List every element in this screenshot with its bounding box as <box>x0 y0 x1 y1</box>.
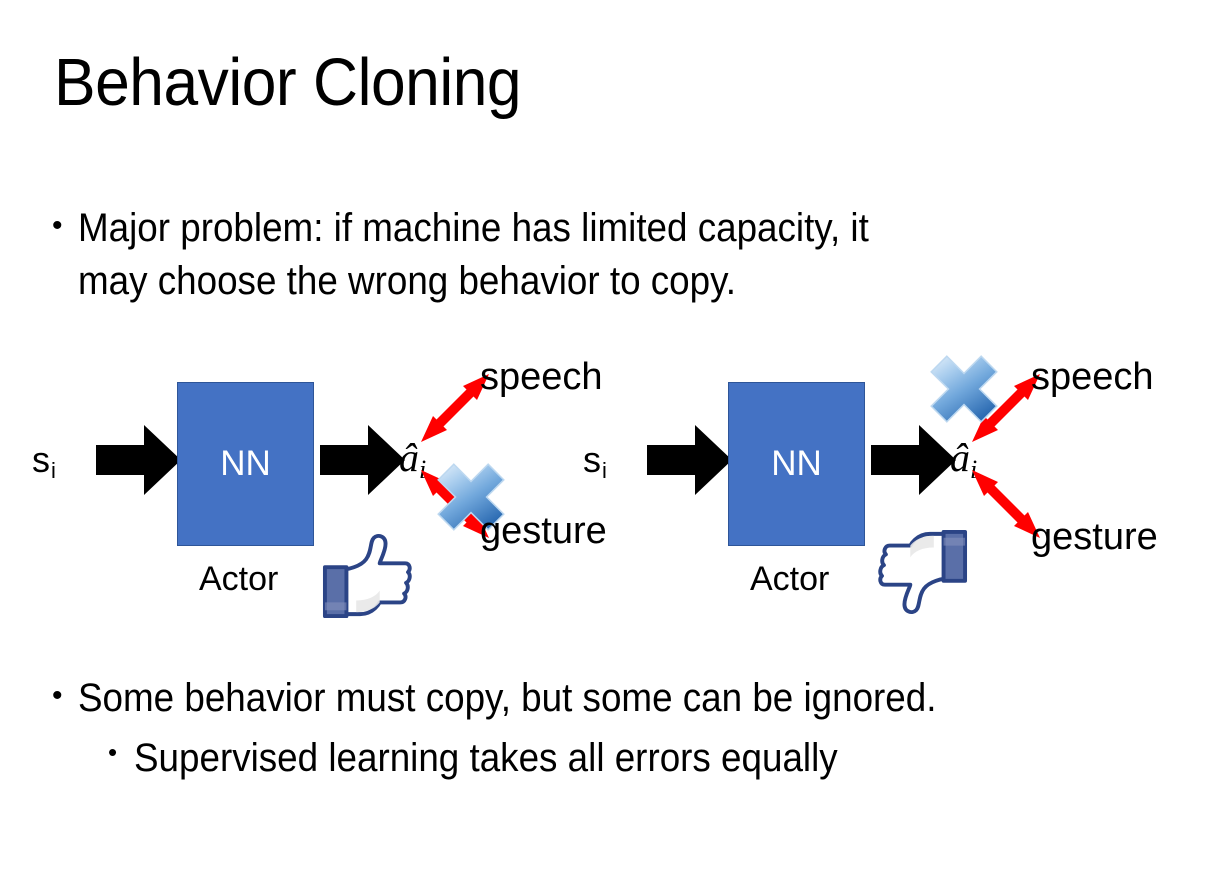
branch-label-speech-right: speech <box>1031 356 1154 398</box>
input-state-label-left: si <box>32 439 56 484</box>
input-arrow-left <box>96 425 181 500</box>
bullet-marker-icon: • <box>52 679 63 712</box>
list-item: • Supervised learning takes all errors e… <box>108 732 1168 785</box>
a-hat-symbol: â <box>950 435 970 480</box>
diagram-good-case: si NN Actor âi speech <box>14 340 614 640</box>
list-item: • Major problem: if machine has limited … <box>52 202 1112 308</box>
thumbs-down-icon <box>875 528 973 621</box>
cross-out-icon-speech-right <box>925 350 1003 433</box>
bullet-marker-icon: • <box>108 737 118 767</box>
input-state-label-right: si <box>583 439 607 484</box>
actor-caption-left: Actor <box>199 560 279 598</box>
output-arrow-right <box>871 425 956 500</box>
branch-arrow-speech-left <box>409 362 501 459</box>
bullet-bottom-2-text: Supervised learning takes all errors equ… <box>134 736 838 780</box>
bullet-marker-icon: • <box>52 209 63 242</box>
list-item: • Some behavior must copy, but some can … <box>52 672 1172 725</box>
diagram-bad-case: si NN Actor âi <box>565 340 1165 640</box>
branch-label-speech-left: speech <box>480 356 603 398</box>
branch-arrow-speech-right <box>960 362 1052 459</box>
a-hat-symbol: â <box>399 435 419 480</box>
branch-label-gesture-left: gesture <box>480 510 607 552</box>
bullet-top: • Major problem: if machine has limited … <box>52 202 1112 308</box>
page-title: Behavior Cloning <box>54 45 522 120</box>
bullet-bottom-1-text: Some behavior must copy, but some can be… <box>78 676 937 720</box>
nn-box-label: NN <box>220 444 271 483</box>
output-arrow-left <box>320 425 405 500</box>
bullet-bottom-level1: • Some behavior must copy, but some can … <box>52 672 1172 725</box>
branch-label-gesture-right: gesture <box>1031 516 1158 558</box>
nn-box-left: NN <box>177 382 314 546</box>
nn-box-right: NN <box>728 382 865 546</box>
bullet-top-text: Major problem: if machine has limited ca… <box>78 206 869 303</box>
branch-arrow-gesture-right <box>960 458 1052 555</box>
cross-out-icon-gesture-left <box>432 458 510 541</box>
thumbs-up-icon <box>317 532 415 625</box>
output-action-label-right: âi <box>950 435 978 484</box>
input-arrow-right <box>647 425 732 500</box>
actor-caption-right: Actor <box>750 560 830 598</box>
nn-box-label: NN <box>771 444 822 483</box>
bullet-bottom-level2: • Supervised learning takes all errors e… <box>108 732 1168 785</box>
output-action-label-left: âi <box>399 435 427 484</box>
